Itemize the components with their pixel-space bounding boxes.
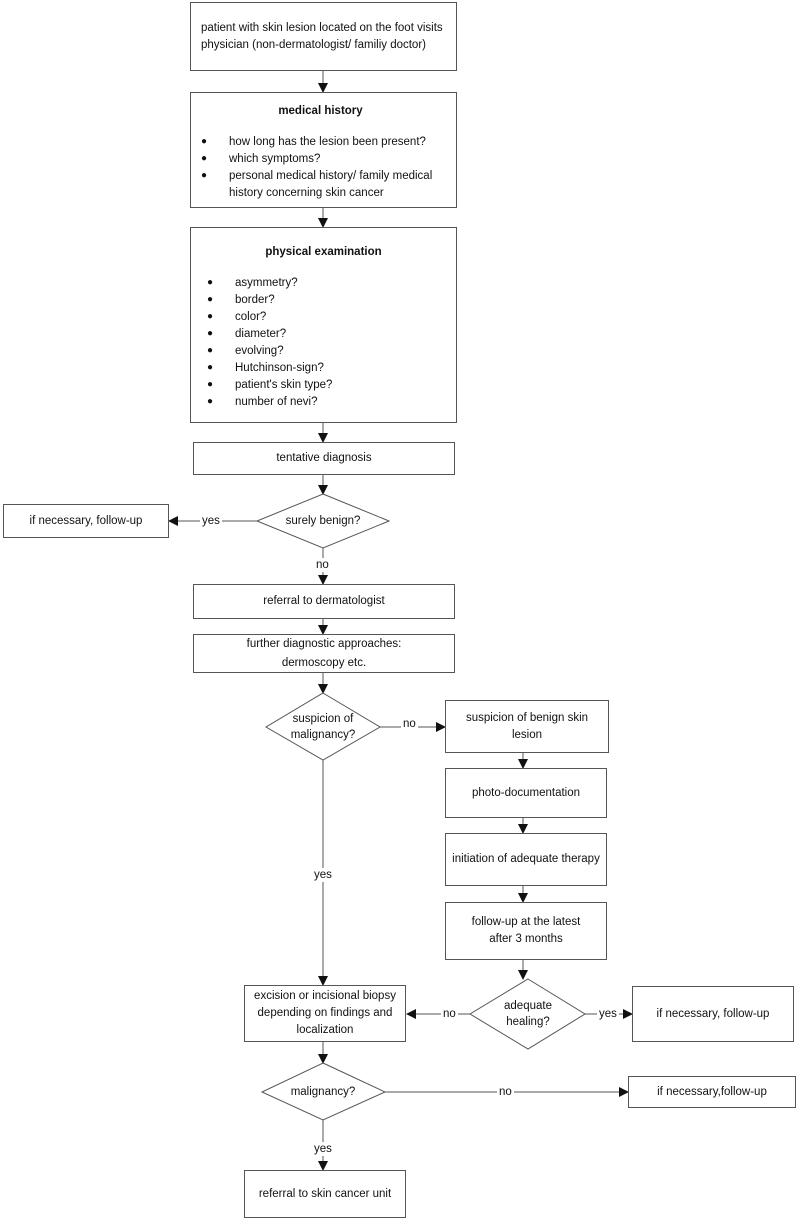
decision-adequate-healing: adequate healing? <box>490 996 566 1032</box>
decision-malignancy-shape <box>260 1062 387 1121</box>
physical-examination-list: asymmetry? border? color? diameter? evol… <box>203 274 444 411</box>
malignancy-text: malignancy? <box>290 1086 356 1098</box>
followup-box-3: if necessary,follow-up <box>628 1076 796 1108</box>
followup-box-1: if necessary, follow-up <box>3 504 169 538</box>
suspicion-malignancy-text: suspicion of malignancy? <box>290 713 356 741</box>
label-no-healing: no <box>441 1007 458 1021</box>
decision-adequate-healing-shape <box>469 978 586 1050</box>
medical-history-box: medical history how long has the lesion … <box>190 92 457 208</box>
followup-latest-box: follow-up at the latest after 3 months <box>445 902 607 960</box>
start-box: patient with skin lesion located on the … <box>190 2 457 71</box>
label-no-malignancy: no <box>497 1085 514 1099</box>
further-approaches-box: further diagnostic approaches: dermoscop… <box>193 634 455 673</box>
exam-item: color? <box>203 308 444 326</box>
tentative-diagnosis-box: tentative diagnosis <box>193 442 455 475</box>
physical-examination-title: physical examination <box>265 246 382 258</box>
followup-text-1: if necessary, follow-up <box>29 514 143 527</box>
further-approaches-text: further diagnostic approaches: dermoscop… <box>246 637 402 669</box>
photo-documentation-box: photo-documentation <box>445 768 607 818</box>
referral-dermatologist-text: referral to dermatologist <box>263 595 385 607</box>
history-item: how long has the lesion been present? <box>197 133 444 151</box>
exam-item: number of nevi? <box>203 393 444 411</box>
exam-item: asymmetry? <box>203 274 444 292</box>
excision-box: excision or incisional biopsy depending … <box>244 985 406 1042</box>
medical-history-title: medical history <box>278 105 363 117</box>
decision-surely-benign-shape <box>255 493 391 549</box>
suspicion-benign-box: suspicion of benign skin lesion <box>445 700 609 753</box>
followup-text-2: if necessary, follow-up <box>656 1007 770 1020</box>
start-text: patient with skin lesion located on the … <box>201 21 443 51</box>
history-item: personal medical history/ family medical… <box>197 167 444 202</box>
decision-malignancy: malignancy? <box>272 1082 374 1102</box>
label-yes-suspicion: yes <box>312 868 334 882</box>
decision-surely-benign: surely benign? <box>262 510 384 532</box>
exam-item: diameter? <box>203 325 444 343</box>
label-no-benign: no <box>314 558 331 572</box>
adequate-therapy-box: initiation of adequate therapy <box>445 833 607 886</box>
decision-suspicion-malignancy: suspicion of malignancy? <box>280 710 366 744</box>
medical-history-list: how long has the lesion been present? wh… <box>197 133 444 202</box>
exam-item: Hutchinson-sign? <box>203 359 444 377</box>
surely-benign-text: surely benign? <box>285 515 361 527</box>
label-yes-healing: yes <box>597 1007 619 1021</box>
exam-item: border? <box>203 291 444 309</box>
suspicion-benign-text: suspicion of benign skin lesion <box>465 711 589 741</box>
label-no-suspicion: no <box>401 717 418 731</box>
history-item: which symptoms? <box>197 150 444 168</box>
adequate-healing-text: adequate healing? <box>504 1000 552 1028</box>
label-yes-benign: yes <box>200 514 222 528</box>
photo-documentation-text: photo-documentation <box>471 786 581 799</box>
exam-item: patient's skin type? <box>203 376 444 394</box>
excision-text: excision or incisional biopsy depending … <box>254 990 396 1036</box>
label-yes-malignancy: yes <box>312 1142 334 1156</box>
referral-unit-text: referral to skin cancer unit <box>258 1187 392 1200</box>
decision-suspicion-malignancy-shape <box>265 692 381 761</box>
tentative-diagnosis-text: tentative diagnosis <box>276 452 372 464</box>
physical-examination-box: physical examination asymmetry? border? … <box>190 227 457 423</box>
followup-latest-text: follow-up at the latest after 3 months <box>471 916 581 945</box>
referral-unit-box: referral to skin cancer unit <box>244 1170 406 1218</box>
referral-dermatologist-box: referral to dermatologist <box>193 584 455 619</box>
adequate-therapy-text: initiation of adequate therapy <box>452 853 600 865</box>
followup-text-3: if necessary,follow-up <box>657 1085 767 1098</box>
followup-box-2: if necessary, follow-up <box>632 986 794 1042</box>
exam-item: evolving? <box>203 342 444 360</box>
